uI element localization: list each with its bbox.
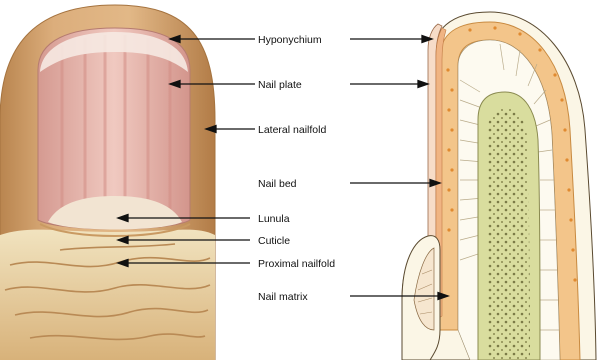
label-proximal-nailfold: Proximal nailfold bbox=[258, 258, 335, 270]
proximal-nailfold-shape bbox=[0, 230, 215, 360]
label-nail-bed: Nail bed bbox=[258, 178, 297, 190]
label-nail-plate: Nail plate bbox=[258, 79, 302, 91]
labels: Hyponychium Nail plate Lateral nailfold … bbox=[258, 34, 335, 303]
label-lunula: Lunula bbox=[258, 213, 290, 225]
label-cuticle: Cuticle bbox=[258, 235, 290, 247]
label-lateral-nailfold: Lateral nailfold bbox=[258, 124, 326, 136]
label-hyponychium: Hyponychium bbox=[258, 34, 322, 46]
fingertip-illustration bbox=[0, 5, 215, 360]
section-bone-marrow bbox=[488, 108, 530, 360]
label-nail-matrix: Nail matrix bbox=[258, 291, 308, 303]
